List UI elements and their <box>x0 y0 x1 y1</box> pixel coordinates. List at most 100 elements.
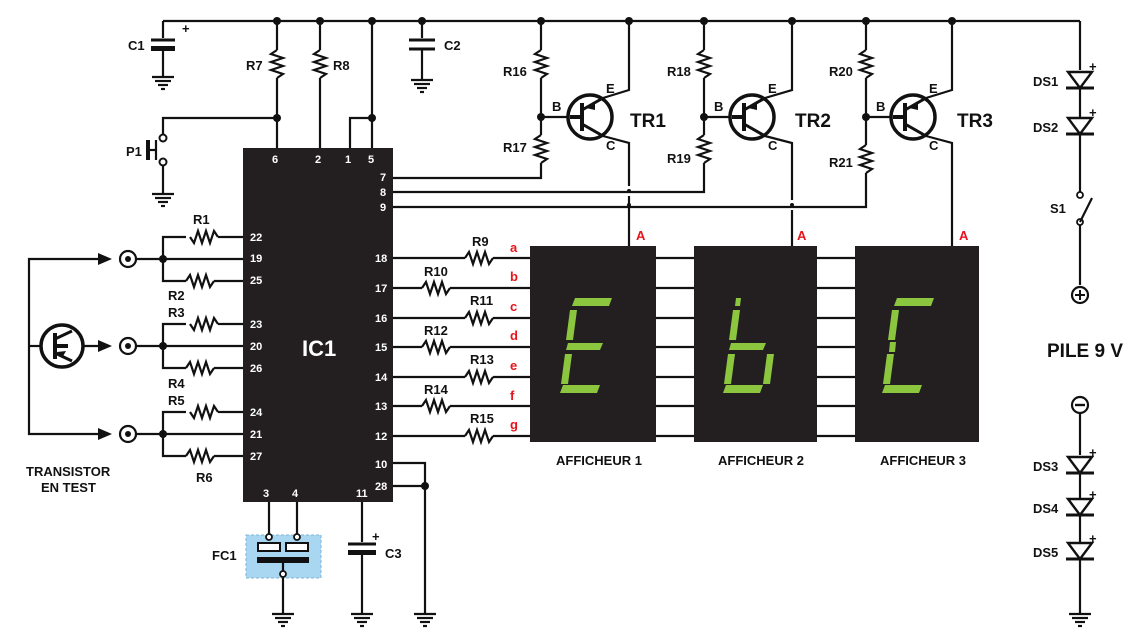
svg-text:11: 11 <box>356 488 368 500</box>
tr1-label: TR1 <box>630 111 666 132</box>
r14-label: R14 <box>424 382 449 397</box>
display-2 <box>694 246 817 442</box>
svg-text:+: + <box>1089 59 1097 74</box>
svg-text:C: C <box>929 138 939 153</box>
svg-text:d: d <box>510 328 518 343</box>
svg-text:a: a <box>510 240 518 255</box>
svg-text:18: 18 <box>375 253 387 265</box>
resonator-fc1 <box>245 502 322 628</box>
r11-label: R11 <box>470 293 493 308</box>
svg-text:+: + <box>182 21 190 36</box>
c1-label: C1 <box>128 38 145 53</box>
svg-text:7: 7 <box>380 172 386 184</box>
svg-text:1: 1 <box>345 154 351 166</box>
svg-text:13: 13 <box>375 401 387 413</box>
svg-text:g: g <box>510 417 518 432</box>
r3-label: R3 <box>168 305 185 320</box>
display-1-label: AFFICHEUR 1 <box>556 453 642 468</box>
svg-text:23: 23 <box>250 319 262 331</box>
tr3-label: TR3 <box>957 111 993 132</box>
svg-text:20: 20 <box>250 341 262 353</box>
svg-text:b: b <box>510 269 518 284</box>
svg-text:3: 3 <box>263 488 269 500</box>
capacitor-c3: + <box>348 502 380 628</box>
r5-label: R5 <box>168 393 185 408</box>
transistor-tr2: B E C <box>393 21 794 246</box>
svg-text:15: 15 <box>375 342 387 354</box>
svg-text:e: e <box>510 358 517 373</box>
display-3 <box>855 246 979 442</box>
pushbutton-p1 <box>146 116 277 208</box>
r8-label: R8 <box>333 58 350 73</box>
fc1-label: FC1 <box>212 548 237 563</box>
r18-label: R18 <box>667 64 691 79</box>
battery-label: PILE 9 V <box>1047 341 1123 362</box>
svg-text:E: E <box>606 81 615 96</box>
svg-text:IC1: IC1 <box>302 336 336 361</box>
svg-text:C: C <box>768 138 778 153</box>
svg-text:+: + <box>1089 105 1097 120</box>
transistor-test-label-2: EN TEST <box>41 480 96 495</box>
r7-label: R7 <box>246 58 263 73</box>
svg-text:26: 26 <box>250 363 262 375</box>
display-1-anode-label: A <box>636 228 646 243</box>
svg-text:+: + <box>1089 445 1097 460</box>
test-jack-2[interactable] <box>118 336 138 356</box>
test-jack-3[interactable] <box>118 424 138 444</box>
svg-text:6: 6 <box>272 154 278 166</box>
svg-text:C: C <box>606 138 616 153</box>
r6-label: R6 <box>196 470 213 485</box>
r19-label: R19 <box>667 151 691 166</box>
svg-text:+: + <box>372 529 380 544</box>
input-resistor-network <box>129 227 243 466</box>
svg-text:B: B <box>552 99 561 114</box>
svg-text:f: f <box>510 388 515 403</box>
c2-label: C2 <box>444 38 461 53</box>
svg-text:19: 19 <box>250 253 262 265</box>
segment-bus <box>656 256 855 438</box>
svg-text:12: 12 <box>375 431 387 443</box>
svg-text:B: B <box>714 99 723 114</box>
r12-label: R12 <box>424 323 448 338</box>
r20-label: R20 <box>829 64 853 79</box>
capacitor-c2 <box>409 21 435 94</box>
svg-text:24: 24 <box>250 407 263 419</box>
svg-text:8: 8 <box>380 187 386 199</box>
svg-text:10: 10 <box>375 459 387 471</box>
segment-letter-labels: a b c d e f g <box>510 240 518 432</box>
power-supply-branch: + + + + + <box>1065 21 1097 628</box>
r10-label: R10 <box>424 264 448 279</box>
display-2-label: AFFICHEUR 2 <box>718 453 804 468</box>
svg-text:E: E <box>929 81 938 96</box>
display-3-anode-label: A <box>959 228 969 243</box>
pin-1-5-wiring <box>348 21 376 148</box>
segment-resistors <box>393 248 530 446</box>
svg-text:B: B <box>876 99 885 114</box>
ds3-label: DS3 <box>1033 459 1058 474</box>
svg-text:22: 22 <box>250 232 262 244</box>
ds4-label: DS4 <box>1033 501 1059 516</box>
svg-text:16: 16 <box>375 313 387 325</box>
s1-label: S1 <box>1050 201 1066 216</box>
resistor-r8 <box>310 21 330 148</box>
ds1-label: DS1 <box>1033 74 1058 89</box>
r17-label: R17 <box>503 140 527 155</box>
c3-label: C3 <box>385 546 402 561</box>
test-jack-1[interactable] <box>118 249 138 269</box>
transistor-tr3: B E C <box>393 21 954 246</box>
p1-label: P1 <box>126 144 142 159</box>
transistor-tr1: B E C <box>393 21 631 246</box>
svg-text:27: 27 <box>250 451 262 463</box>
svg-text:9: 9 <box>380 202 386 214</box>
r2-label: R2 <box>168 288 185 303</box>
r21-label: R21 <box>829 155 853 170</box>
resistor-r7 <box>267 21 287 148</box>
svg-text:E: E <box>768 81 777 96</box>
r4-label: R4 <box>168 376 185 391</box>
wire-crossings <box>627 189 794 207</box>
r1-label: R1 <box>193 212 210 227</box>
display-1 <box>530 246 656 442</box>
ic1-chip: IC1 6 2 1 5 7 8 9 22 19 25 23 20 26 24 2… <box>243 148 393 502</box>
capacitor-c1: + <box>150 21 190 91</box>
